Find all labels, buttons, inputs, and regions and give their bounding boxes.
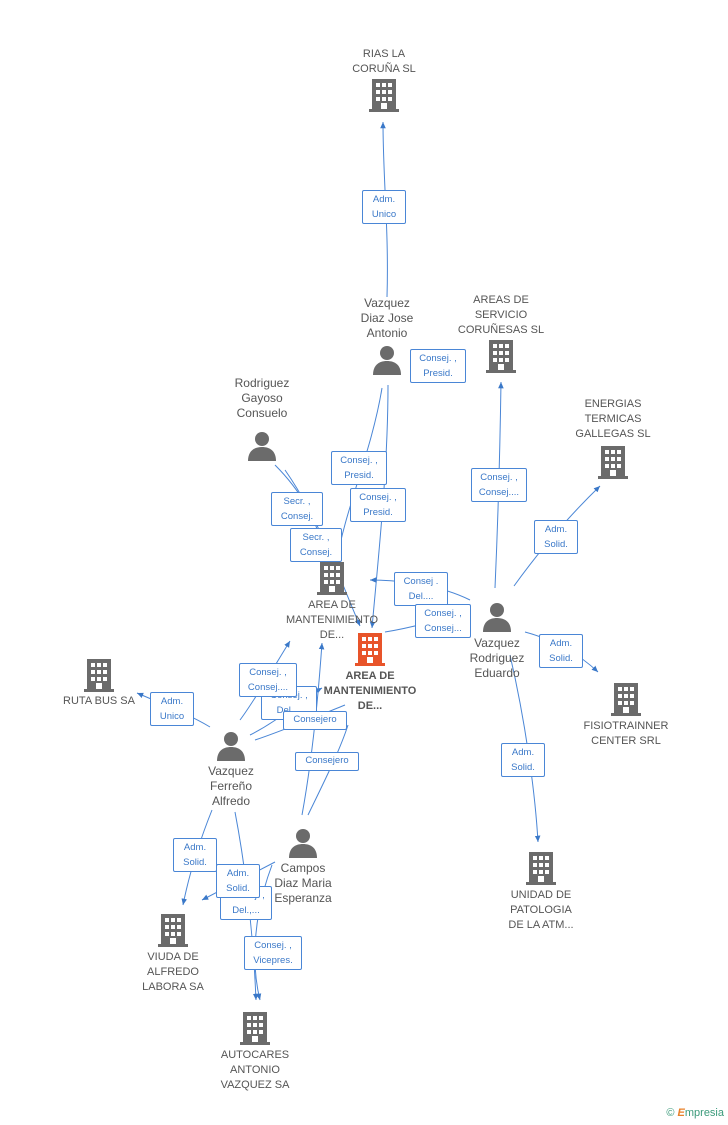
- role-badge[interactable]: Secr. , Consej.: [271, 492, 323, 526]
- role-badge[interactable]: Consej. , Presid.: [410, 349, 466, 383]
- node-label: AREA DE MANTENIMIENTO DE...: [323, 670, 417, 712]
- role-badge[interactable]: Adm. Solid.: [539, 634, 583, 668]
- node-vazquez-rodriguez-eduardo[interactable]: Vazquez Rodriguez Eduardo: [432, 600, 562, 681]
- empresia-brand: © Empresia: [666, 1107, 724, 1119]
- building-icon: [369, 79, 399, 112]
- role-badge[interactable]: Consejero: [295, 752, 359, 771]
- edge-campos-autocares: [254, 864, 273, 1001]
- person-icon: [373, 346, 401, 375]
- copyright-icon: ©: [666, 1107, 675, 1119]
- node-label: Vazquez Ferreño Alfredo: [208, 764, 254, 808]
- node-label: AUTOCARES ANTONIO VAZQUEZ SA: [220, 1049, 290, 1091]
- building-icon: [598, 446, 628, 479]
- node-label: FISIOTRAINNER CENTER SRL: [583, 720, 669, 747]
- node-viuda-de-alfredo-labora[interactable]: VIUDA DE ALFREDO LABORA SA: [108, 912, 238, 995]
- role-badge[interactable]: Consej. , Presid.: [331, 451, 387, 485]
- building-icon: [611, 683, 641, 716]
- node-area-mantenimiento-gray[interactable]: AREA DE MANTENIMIENTO DE...: [267, 560, 397, 643]
- node-label: Campos Diaz Maria Esperanza: [274, 861, 332, 905]
- person-icon: [483, 603, 511, 632]
- person-icon: [248, 432, 276, 461]
- brand-name: mpresia: [684, 1107, 724, 1119]
- building-icon: [526, 852, 556, 885]
- node-label: Rodriguez Gayoso Consuelo: [234, 376, 290, 420]
- node-label: Vazquez Diaz Jose Antonio: [360, 296, 414, 340]
- building-icon: [240, 1012, 270, 1045]
- role-badge[interactable]: Consej. , Vicepres.: [244, 936, 302, 970]
- role-badge[interactable]: Adm. Unico: [362, 190, 406, 224]
- node-label: AREAS DE SERVICIO CORUÑESAS SL: [457, 294, 545, 336]
- role-badge[interactable]: Consej . Del....: [394, 572, 448, 606]
- brand-e: E: [677, 1107, 685, 1119]
- node-label: UNIDAD DE PATOLOGIA DE LA ATM...: [508, 889, 574, 931]
- role-badge[interactable]: Consej. , Consej....: [239, 663, 297, 697]
- role-badge[interactable]: Consejero: [283, 711, 347, 730]
- role-badge[interactable]: Adm. Solid.: [501, 743, 545, 777]
- node-area-mantenimiento-main[interactable]: AREA DE MANTENIMIENTO DE...: [305, 631, 435, 714]
- building-icon: [84, 659, 114, 692]
- node-autocares-antonio-vazquez[interactable]: AUTOCARES ANTONIO VAZQUEZ SA: [190, 1010, 320, 1093]
- role-badge[interactable]: Secr. , Consej.: [290, 528, 342, 562]
- node-energias-termicas[interactable]: ENERGIAS TERMICAS GALLEGAS SL: [548, 397, 678, 480]
- node-vazquez-diaz-jose-antonio[interactable]: Vazquez Diaz Jose Antonio: [322, 296, 452, 375]
- node-label: Vazquez Rodriguez Eduardo: [469, 636, 525, 680]
- node-rodriguez-gayoso-consuelo[interactable]: Rodriguez Gayoso Consuelo: [197, 376, 327, 461]
- person-icon: [289, 829, 317, 858]
- role-badge[interactable]: Adm. Solid.: [216, 864, 260, 898]
- role-badge[interactable]: Adm. Solid.: [173, 838, 217, 872]
- node-label: VIUDA DE ALFREDO LABORA SA: [142, 951, 204, 993]
- node-areas-de-servicio[interactable]: AREAS DE SERVICIO CORUÑESAS SL: [436, 293, 566, 374]
- person-icon: [217, 732, 245, 761]
- building-icon: [158, 914, 188, 947]
- role-badge[interactable]: Consej. , Consej....: [471, 468, 527, 502]
- node-label: RUTA BUS SA: [63, 695, 135, 707]
- node-fisiotrainner[interactable]: FISIOTRAINNER CENTER SRL: [561, 681, 691, 749]
- node-vazquez-ferreno-alfredo[interactable]: Vazquez Ferreño Alfredo: [166, 729, 296, 809]
- building-icon: [486, 340, 516, 373]
- role-badge[interactable]: Consej. , Presid.: [350, 488, 406, 522]
- node-unidad-de-patologia[interactable]: UNIDAD DE PATOLOGIA DE LA ATM...: [476, 850, 606, 933]
- role-badge[interactable]: Consej. , Consej...: [415, 604, 471, 638]
- node-label: AREA DE MANTENIMIENTO DE...: [285, 599, 379, 641]
- role-badge[interactable]: Adm. Unico: [150, 692, 194, 726]
- node-ruta-bus[interactable]: RUTA BUS SA: [34, 657, 164, 709]
- node-label: RIAS LA CORUÑA SL: [352, 48, 416, 75]
- node-rias-la-coruna[interactable]: RIAS LA CORUÑA SL: [319, 47, 449, 113]
- building-icon: [355, 633, 385, 666]
- building-icon: [317, 562, 347, 595]
- node-label: ENERGIAS TERMICAS GALLEGAS SL: [575, 398, 651, 440]
- node-campos-diaz-maria-esperanza[interactable]: Campos Diaz Maria Esperanza: [238, 826, 368, 906]
- role-badge[interactable]: Adm. Solid.: [534, 520, 578, 554]
